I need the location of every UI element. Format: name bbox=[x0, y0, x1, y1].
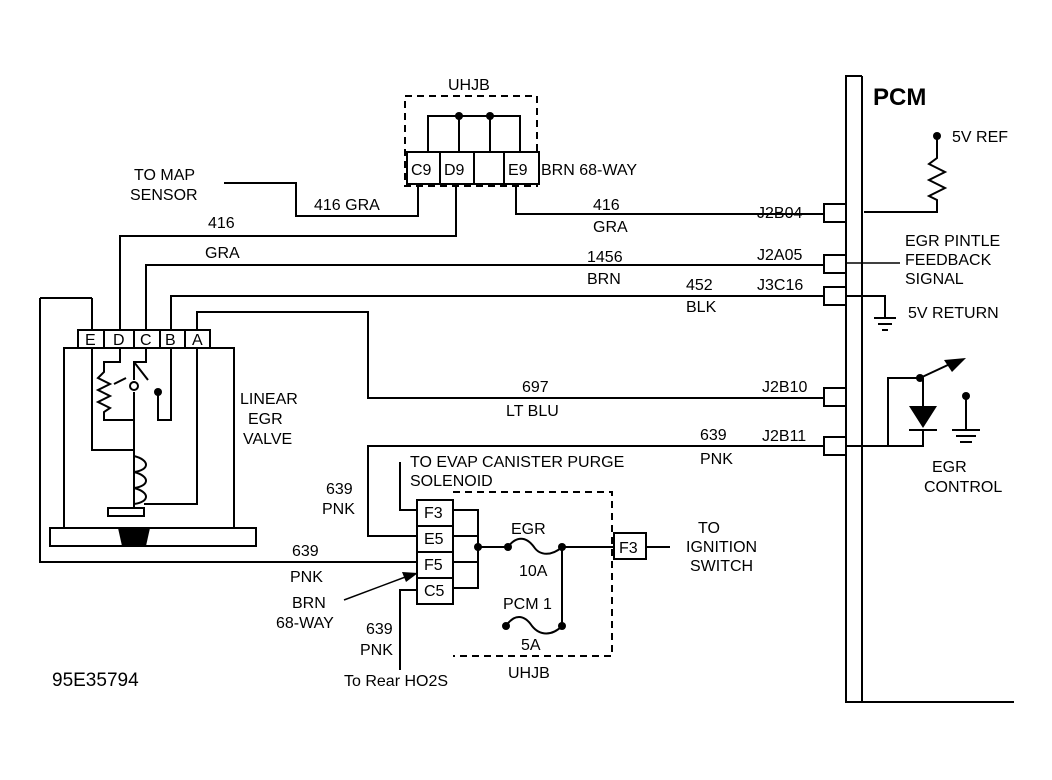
pcm-module: PCM 5V REF EGR PINTLE FEEDBACK SIGNAL 5V… bbox=[757, 75, 1014, 703]
feedback-label-2: FEEDBACK bbox=[905, 252, 992, 269]
egr-valve: E D C B A LINEAR EGR VALVE bbox=[39, 297, 417, 563]
valve-pin-c: C bbox=[140, 332, 152, 349]
uhjb-output-pin: F3 bbox=[619, 540, 638, 557]
ref-wire bbox=[515, 184, 824, 215]
map-sensor-label-2: SENSOR bbox=[130, 187, 198, 204]
return-wire-color: BLK bbox=[686, 299, 717, 316]
conn-pin-f5: F5 bbox=[424, 557, 443, 574]
fuse2-rating: 5A bbox=[521, 637, 541, 654]
valve-wire-circuit: 639 bbox=[292, 543, 319, 560]
control-wire-color: PNK bbox=[700, 451, 733, 468]
control-wire bbox=[367, 445, 824, 537]
pin-j2a05 bbox=[823, 254, 847, 274]
conn-pin-f3: F3 bbox=[424, 505, 443, 522]
pin-label-j2b11: J2B11 bbox=[762, 428, 806, 445]
figure-id: 95E35794 bbox=[52, 670, 139, 691]
feedback-label-1: EGR PINTLE bbox=[905, 233, 1000, 250]
return-label: 5V RETURN bbox=[908, 305, 999, 322]
valve-label-3: VALVE bbox=[243, 431, 292, 448]
fuse1-name: EGR bbox=[511, 521, 546, 538]
ref-wire-circuit: 416 bbox=[593, 197, 620, 214]
map-sensor-label-1: TO MAP bbox=[134, 167, 195, 184]
conn-label-2: 68-WAY bbox=[276, 615, 334, 632]
d9-wire bbox=[119, 184, 457, 330]
conn-label-1: BRN bbox=[292, 595, 326, 612]
map-wire bbox=[224, 182, 419, 217]
ltblu-wire-color: LT BLU bbox=[506, 403, 559, 420]
uhjb-top: UHJB C9 D9 E9 BRN 68-WAY bbox=[404, 77, 637, 187]
pin-j2b04 bbox=[823, 203, 847, 223]
ref-wire-color: GRA bbox=[593, 219, 628, 236]
ref-label: 5V REF bbox=[952, 129, 1008, 146]
valve-label-2: EGR bbox=[248, 411, 283, 428]
pin-label-j2b10: J2B10 bbox=[762, 379, 807, 396]
pin-j2b11 bbox=[823, 436, 847, 456]
ltblu-wire-circuit: 697 bbox=[522, 379, 549, 396]
control-wire-circuit: 639 bbox=[700, 427, 727, 444]
valve-wire bbox=[39, 297, 417, 563]
uhjb-pin-e9: E9 bbox=[508, 162, 528, 179]
map-wire-label: 416 GRA bbox=[314, 197, 380, 214]
feedback-label-3: SIGNAL bbox=[905, 271, 964, 288]
pin-j3c16 bbox=[823, 286, 847, 306]
feedback-wire-color: BRN bbox=[587, 271, 621, 288]
rear-wire-circuit: 639 bbox=[366, 621, 393, 638]
ignition-label-1: TO bbox=[698, 520, 720, 537]
pcm-title: PCM bbox=[873, 84, 926, 111]
rear-ho2s-label: To Rear HO2S bbox=[344, 673, 448, 690]
pin-label-j3c16: J3C16 bbox=[757, 277, 803, 294]
evap-label-2: SOLENOID bbox=[410, 473, 493, 490]
rear-wire-color: PNK bbox=[360, 642, 393, 659]
valve-wire-color: PNK bbox=[290, 569, 323, 586]
control-label-1: EGR bbox=[932, 459, 967, 476]
ignition-label-2: IGNITION bbox=[686, 539, 757, 556]
uhjb-pin-c9: C9 bbox=[411, 162, 432, 179]
valve-pin-d: D bbox=[113, 332, 125, 349]
fuse1-rating: 10A bbox=[519, 563, 548, 580]
pin-j2b10 bbox=[823, 387, 847, 407]
control-label-2: CONTROL bbox=[924, 479, 1002, 496]
uhjb-top-title: UHJB bbox=[448, 77, 490, 94]
uhjb-pin-d9: D9 bbox=[444, 162, 465, 179]
return-wire bbox=[170, 295, 824, 330]
evap-label-1: TO EVAP CANISTER PURGE bbox=[410, 454, 624, 471]
feedback-wire-circuit: 1456 bbox=[587, 249, 623, 266]
uhjb-connector-label: BRN 68-WAY bbox=[541, 162, 637, 179]
ignition-label-3: SWITCH bbox=[690, 558, 753, 575]
return-wire-circuit: 452 bbox=[686, 277, 713, 294]
valve-pin-e: E bbox=[85, 332, 96, 349]
fuse2-name: PCM 1 bbox=[503, 596, 552, 613]
d9-wire-color: GRA bbox=[205, 245, 240, 262]
d9-wire-circuit: 416 bbox=[208, 215, 235, 232]
feedback-wire bbox=[145, 264, 824, 330]
valve-pin-b: B bbox=[165, 332, 176, 349]
left-wire-circuit: 639 bbox=[326, 481, 353, 498]
uhjb-bottom-title: UHJB bbox=[508, 665, 550, 682]
uhjb-bottom: UHJB EGR 10A PCM 1 5A F3 TO IGNITION SWI… bbox=[453, 491, 757, 682]
bottom-connector: F3 E5 F5 C5 TO EVAP CANISTER PURGE SOLEN… bbox=[276, 454, 624, 690]
conn-pin-e5: E5 bbox=[424, 531, 444, 548]
valve-pin-a: A bbox=[192, 332, 203, 349]
valve-label-1: LINEAR bbox=[240, 391, 298, 408]
ltblu-wire bbox=[196, 311, 824, 399]
pin-label-j2a05: J2A05 bbox=[757, 247, 802, 264]
conn-pin-c5: C5 bbox=[424, 583, 445, 600]
left-wire-color: PNK bbox=[322, 501, 355, 518]
